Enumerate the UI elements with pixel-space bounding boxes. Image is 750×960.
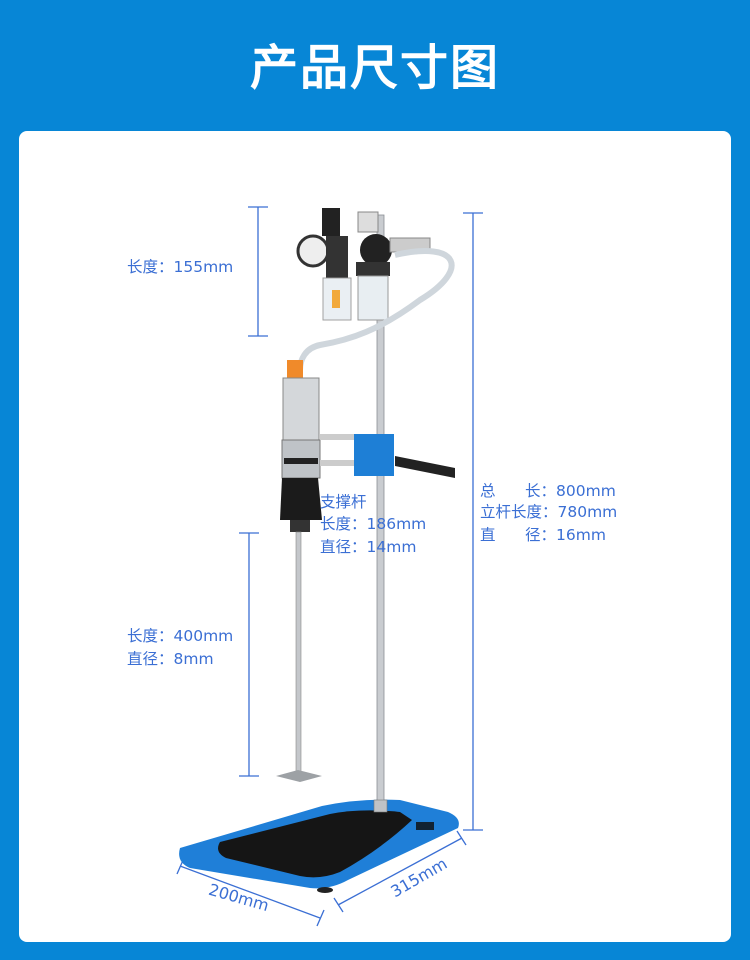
air-filter-regulator — [296, 208, 431, 321]
dim-line-depth — [337, 837, 463, 906]
drill-chuck — [280, 478, 322, 520]
pneumatic-motor — [280, 360, 455, 532]
dim-line-width — [179, 865, 321, 919]
shaft-diameter-label: 直径：8mm — [127, 650, 214, 668]
support-diameter-label: 直径：14mm — [320, 538, 417, 556]
air-hose — [297, 248, 455, 371]
total-length-label: 总 长：800mm — [480, 482, 616, 500]
pole-diameter-label: 直 径：16mm — [480, 526, 606, 544]
shaft-length-label: 长度：400mm — [127, 627, 234, 645]
impeller — [276, 770, 322, 782]
dimension-lines — [176, 206, 483, 927]
base-label — [416, 822, 434, 830]
page-title: 产品尺寸图 — [249, 40, 500, 96]
pole-length-label: 立杆长度：780mm — [480, 503, 618, 521]
stand-base — [179, 799, 459, 893]
support-title-label: 支撑杆 — [320, 493, 367, 511]
clamp-handle — [395, 456, 455, 478]
clamp-block — [354, 434, 394, 476]
stirring-shaft — [295, 531, 302, 779]
head-length-label: 长度：155mm — [127, 258, 234, 276]
support-length-label: 长度：186mm — [320, 515, 427, 533]
